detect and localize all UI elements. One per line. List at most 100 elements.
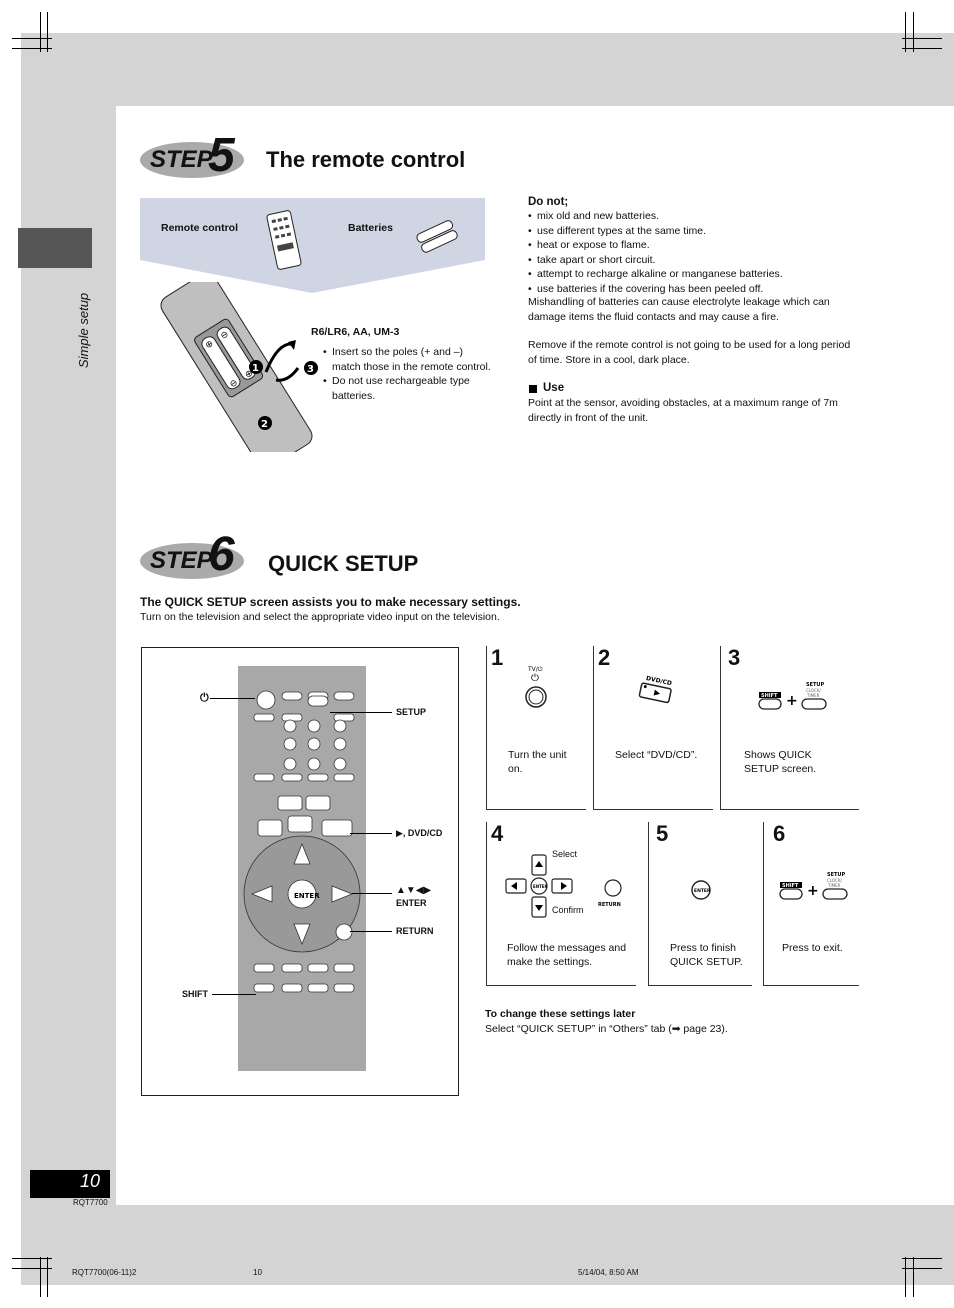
do-not-list: mix old and new batteries. use different… xyxy=(528,209,858,296)
page-number: 10 xyxy=(80,1171,101,1191)
dvd-cd-button-icon: DVD/CD xyxy=(636,674,676,713)
remote-label-play: ▶, DVD/CD xyxy=(396,828,443,838)
panel-caption: Turn the unit on. xyxy=(508,749,567,775)
remove-note: Remove if the remote control is not goin… xyxy=(528,339,851,366)
do-not-item: heat or expose to flame. xyxy=(528,238,858,253)
step-word: STEP xyxy=(150,547,213,574)
crop-mark xyxy=(902,1258,942,1259)
crop-mark xyxy=(902,1268,942,1269)
crop-mark xyxy=(47,12,48,52)
crop-mark xyxy=(905,12,906,52)
step-word: STEP xyxy=(150,146,213,173)
svg-text:1: 1 xyxy=(252,363,259,374)
crop-mark xyxy=(12,1268,52,1269)
crop-mark xyxy=(902,48,942,49)
callout-return-line xyxy=(350,931,392,932)
svg-text:+: + xyxy=(786,693,798,709)
do-not-item: use batteries if the covering has been p… xyxy=(528,282,858,297)
remote-diagram-box xyxy=(141,647,459,1096)
svg-text:ENTER: ENTER xyxy=(694,888,711,894)
panel-4 xyxy=(486,822,636,986)
remote-control-icon xyxy=(262,210,306,275)
remote-label-cursor: ▲▼◀▶ xyxy=(396,885,432,896)
step6-title: QUICK SETUP xyxy=(268,551,419,576)
svg-text:TIMER: TIMER xyxy=(827,883,841,888)
remote-label-setup: SETUP xyxy=(396,707,427,717)
panel-number: 3 xyxy=(728,645,741,670)
page-number-box xyxy=(30,1170,110,1198)
sidebar-label: Simple setup xyxy=(76,292,91,368)
batteries-icon xyxy=(414,218,462,259)
panel-number: 6 xyxy=(773,821,786,846)
crop-mark xyxy=(40,1257,41,1297)
panel-1 xyxy=(486,646,586,810)
svg-text:RETURN: RETURN xyxy=(598,902,621,908)
remote-battery-illustration: ⊕ ⊖ ⊖ ⊕ 1 3 2 xyxy=(148,272,323,469)
do-not-item: mix old and new batteries. xyxy=(528,209,858,224)
crop-mark xyxy=(913,1257,914,1297)
print-page: 10 xyxy=(253,1268,262,1277)
insert-note: Insert so the poles (+ and –) match thos… xyxy=(323,345,493,374)
confirm-label: Confirm xyxy=(552,905,584,915)
panel-caption: Shows QUICK SETUP screen. xyxy=(744,749,817,775)
svg-text:SETUP: SETUP xyxy=(827,872,845,878)
panel-3 xyxy=(720,646,859,810)
svg-text:SHIFT: SHIFT xyxy=(782,883,799,889)
accessories-banner xyxy=(140,198,485,293)
intro-text: Turn on the television and select the ap… xyxy=(140,611,500,623)
page-frame-bottom xyxy=(21,1205,954,1285)
mishandling-note: Mishandling of batteries can cause elect… xyxy=(528,296,830,323)
step6-badge: STEP 6 xyxy=(140,528,250,583)
panel-5 xyxy=(648,822,752,986)
do-not-item: take apart or short circuit. xyxy=(528,253,858,268)
battery-type: R6/LR6, AA, UM-3 xyxy=(311,326,400,338)
select-label: Select xyxy=(552,849,578,859)
use-square-icon xyxy=(529,385,537,393)
callout-shift-line xyxy=(212,994,256,995)
insert-note: Do not use rechargeable type batteries. xyxy=(323,374,493,403)
panel-number: 5 xyxy=(656,821,669,846)
svg-text:⊖: ⊖ xyxy=(219,329,231,341)
step5-badge: STEP 5 xyxy=(140,129,250,182)
remote-control-label: Remote control xyxy=(161,222,239,234)
crop-mark xyxy=(12,38,52,39)
cursor-enter-icon: ENTER RETURN xyxy=(494,842,624,929)
panel-caption: Select “DVD/CD”. xyxy=(615,749,698,761)
svg-text:3: 3 xyxy=(307,364,314,375)
panel-6 xyxy=(763,822,859,986)
svg-text:⊕: ⊕ xyxy=(204,339,216,351)
model-code: RQT7700 xyxy=(73,1198,108,1207)
change-heading: To change these settings later xyxy=(485,1008,636,1020)
use-text: Point at the sensor, avoiding obstacles,… xyxy=(528,397,838,424)
svg-text:⊕: ⊕ xyxy=(243,368,255,380)
change-text: Select “QUICK SETUP” in “Others” tab (➡ … xyxy=(485,1023,728,1035)
step5-title: The remote control xyxy=(266,147,466,172)
svg-text:CLOCK/: CLOCK/ xyxy=(806,688,821,693)
step-number: 6 xyxy=(208,528,235,581)
crop-mark xyxy=(12,48,52,49)
crop-mark xyxy=(902,38,942,39)
svg-text:SHIFT: SHIFT xyxy=(761,693,778,699)
crop-mark xyxy=(40,12,41,52)
panel-2 xyxy=(593,646,713,810)
svg-text:⏻: ⏻ xyxy=(531,673,539,684)
do-not-heading: Do not; xyxy=(528,196,569,208)
panel-number: 4 xyxy=(491,821,504,846)
svg-text:ENTER: ENTER xyxy=(533,884,548,889)
callout-cursor-line xyxy=(352,893,392,894)
svg-text:⊖: ⊖ xyxy=(228,378,240,390)
svg-text:2: 2 xyxy=(261,419,268,430)
panel-caption: Press to finish QUICK SETUP. xyxy=(670,942,743,968)
power-button-icon: TV/⏻⏻ xyxy=(524,664,550,715)
panel-number: 2 xyxy=(598,645,611,670)
sidebar-tab xyxy=(18,228,92,268)
use-heading: Use xyxy=(543,382,565,394)
panel-caption: Press to exit. xyxy=(782,942,843,954)
crop-mark xyxy=(47,1257,48,1297)
insert-notes: Insert so the poles (+ and –) match thos… xyxy=(323,345,493,403)
svg-text:SETUP: SETUP xyxy=(806,682,824,688)
crop-mark xyxy=(12,1258,52,1259)
remote-label-shift: SHIFT xyxy=(182,989,208,999)
